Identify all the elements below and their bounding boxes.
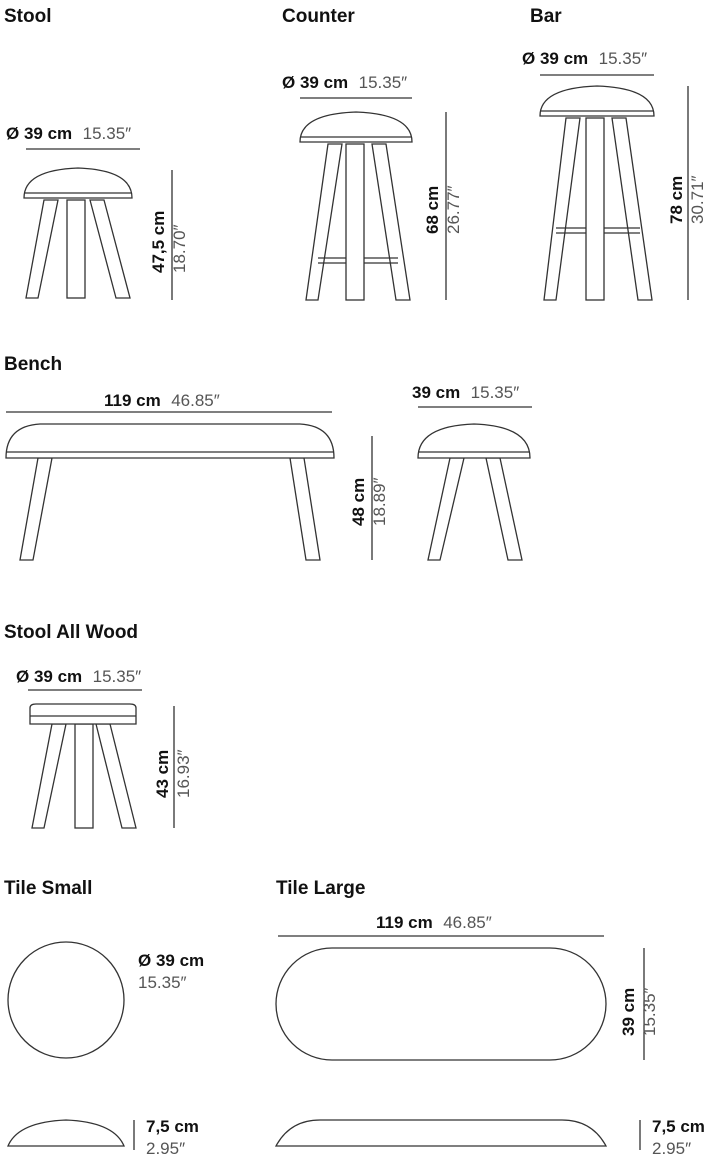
tile-small-thickness-metric: 7,5 cm: [146, 1117, 199, 1136]
tile-large-thickness-imperial: 2.95″: [652, 1139, 691, 1158]
stool-title: Stool: [4, 6, 52, 27]
tile-large-width-metric: 39 cm: [619, 988, 638, 1036]
stool-all-wood-title: Stool All Wood: [4, 622, 138, 643]
bench-title: Bench: [4, 354, 62, 375]
counter-diameter-imperial: 15.35″: [359, 73, 408, 92]
stool-all-wood-diameter-label: Ø 39 cm 15.35″: [16, 667, 141, 686]
bench-length-metric: 119 cm: [104, 391, 161, 410]
stool-height-metric: 47,5 cm: [149, 211, 168, 273]
tile-large-thickness-metric: 7,5 cm: [652, 1117, 705, 1136]
tile-small-side-drawing: [7, 1119, 125, 1147]
stool-all-wood-section: Stool All Wood Ø 39 cm 15.35″ 43 cm 16.9…: [4, 622, 193, 829]
counter-drawing: [299, 111, 413, 301]
bench-depth-label: 39 cm 15.35″: [412, 383, 519, 402]
tile-small-diameter-imperial: 15.35″: [138, 973, 187, 992]
bench-height-label: 48 cm 18.89″: [349, 473, 389, 526]
bench-length-label: 119 cm 46.85″: [104, 391, 220, 410]
bar-diameter-metric: Ø 39 cm: [522, 49, 588, 68]
stool-diameter-imperial: 15.35″: [83, 124, 132, 143]
tile-small-top-drawing: [7, 941, 125, 1059]
bar-height-imperial: 30.71″: [688, 175, 707, 224]
counter-height-imperial: 26.77″: [444, 185, 463, 234]
stool-all-wood-height-imperial: 16.93″: [174, 749, 193, 798]
tile-large-width-label: 39 cm 15.35″: [619, 983, 659, 1036]
stool-all-wood-diameter-metric: Ø 39 cm: [16, 667, 82, 686]
tile-small-thickness-imperial: 2.95″: [146, 1139, 185, 1158]
bench-length-imperial: 46.85″: [171, 391, 220, 410]
bench-section: Bench 119 cm 46.85″ 39 cm 15.35″ 48 cm 1…: [4, 354, 532, 561]
counter-diameter-metric: Ø 39 cm: [282, 73, 348, 92]
stool-height-label: 47,5 cm 18.70″: [149, 206, 189, 273]
tile-small-section: Tile Small Ø 39 cm 15.35″ 7,5 cm 2.95″: [4, 878, 204, 1158]
stool-all-wood-height-label: 43 cm 16.93″: [153, 745, 193, 798]
tile-large-length-metric: 119 cm: [376, 913, 433, 932]
tile-large-length-imperial: 46.85″: [443, 913, 492, 932]
bench-end-drawing: [417, 423, 531, 561]
bar-drawing: [539, 85, 655, 301]
stool-height-imperial: 18.70″: [170, 224, 189, 273]
stool-all-wood-drawing: [29, 703, 137, 829]
bar-section: Bar Ø 39 cm 15.35″ 78 cm 30.71″: [522, 6, 707, 301]
stool-drawing: [23, 167, 133, 299]
stool-diameter-label: Ø 39 cm 15.35″: [6, 124, 131, 143]
bar-title: Bar: [530, 6, 562, 27]
counter-height-metric: 68 cm: [423, 186, 442, 234]
tile-large-width-imperial: 15.35″: [640, 987, 659, 1036]
tile-small-diameter-metric: Ø 39 cm: [138, 951, 204, 970]
tile-large-section: Tile Large 119 cm 46.85″ 39 cm 15.35″ 7,…: [274, 878, 705, 1158]
bar-diameter-imperial: 15.35″: [599, 49, 648, 68]
bar-height-metric: 78 cm: [667, 176, 686, 224]
bar-height-label: 78 cm 30.71″: [667, 171, 707, 224]
bench-depth-imperial: 15.35″: [471, 383, 520, 402]
stool-diameter-metric: Ø 39 cm: [6, 124, 72, 143]
counter-section: Counter Ø 39 cm 15.35″ 68 cm 26.77″: [282, 6, 463, 301]
stool-section: Stool Ø 39 cm 15.35″ 47,5 cm 18.70″: [4, 6, 189, 300]
bench-height-metric: 48 cm: [349, 478, 368, 526]
counter-title: Counter: [282, 6, 355, 27]
counter-diameter-label: Ø 39 cm 15.35″: [282, 73, 407, 92]
tile-small-title: Tile Small: [4, 878, 92, 899]
tile-large-title: Tile Large: [276, 878, 365, 899]
bench-side-drawing: [5, 423, 335, 561]
tile-large-top-drawing: [275, 947, 607, 1061]
bar-diameter-label: Ø 39 cm 15.35″: [522, 49, 647, 68]
bench-height-imperial: 18.89″: [370, 477, 389, 526]
tile-large-side-drawing: [274, 1119, 608, 1147]
tile-large-length-label: 119 cm 46.85″: [376, 913, 492, 932]
stool-all-wood-diameter-imperial: 15.35″: [93, 667, 142, 686]
bench-depth-metric: 39 cm: [412, 383, 460, 402]
counter-height-label: 68 cm 26.77″: [423, 181, 463, 234]
stool-all-wood-height-metric: 43 cm: [153, 750, 172, 798]
